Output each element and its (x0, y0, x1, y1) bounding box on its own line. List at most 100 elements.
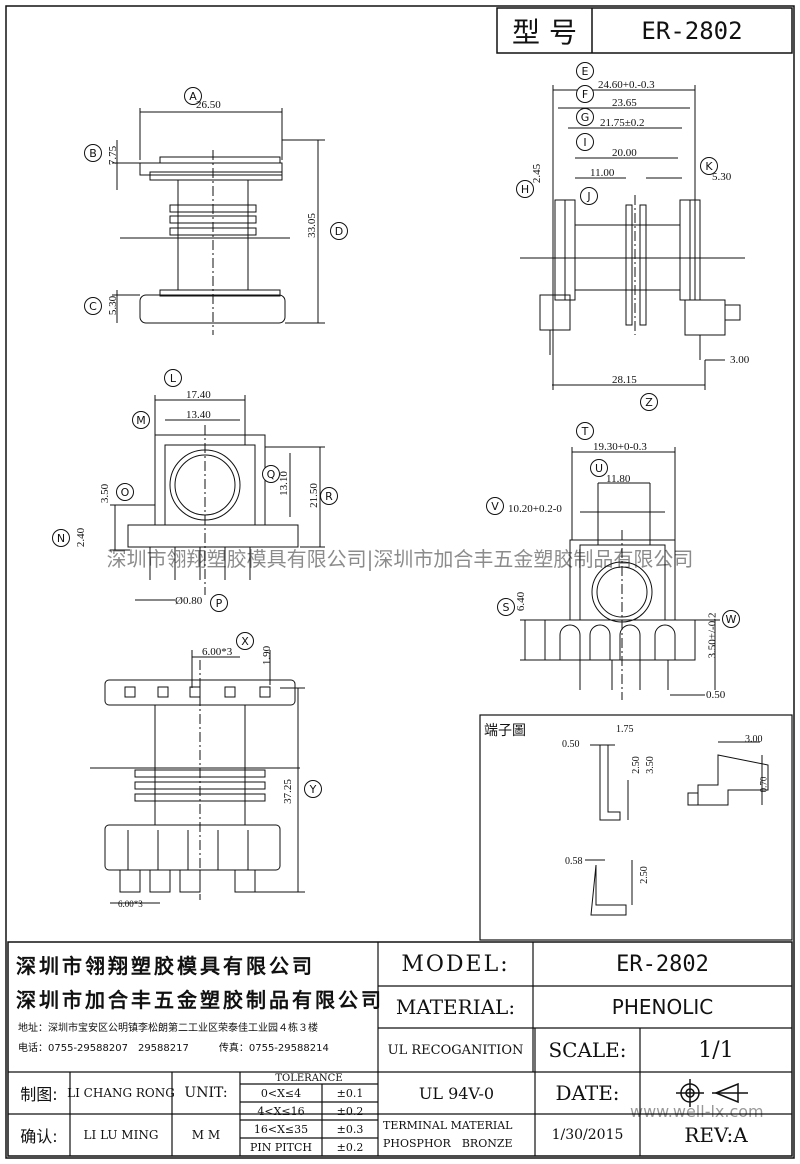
check-label: 确认: (20, 1127, 58, 1146)
title-block-lines (7, 941, 793, 1157)
view-front-top-right (520, 85, 745, 390)
date-label: DATE: (555, 1081, 620, 1105)
bubble-H: H (516, 180, 534, 198)
bubble-R: R (320, 487, 338, 505)
dim-N: 2.40 (75, 527, 88, 548)
dim-W: 3.50+/-0.2 (706, 612, 719, 659)
bubble-N: N (52, 529, 70, 547)
bubble-Q: Q (262, 465, 280, 483)
bubble-I: I (576, 133, 594, 151)
header-box (496, 7, 793, 54)
bubble-L: L (164, 369, 182, 387)
company-address: 地址：深圳市宝安区公明镇李松朗第二工业区荣泰佳工业园４栋３楼 (18, 1023, 318, 1034)
company-name-1: 深圳市翎翔塑胶模具有限公司 (16, 954, 315, 978)
terminal-title: 端子圖 (484, 723, 526, 739)
bubble-D: D (330, 222, 348, 240)
dim-K: 5.30 (712, 171, 732, 183)
dim-D: 33.05 (305, 213, 318, 238)
bubble-P: P (210, 594, 228, 612)
bubble-M: M (132, 411, 150, 429)
unit-label: UNIT: (184, 1085, 228, 1101)
bubble-X: X (236, 632, 254, 650)
material-label: MATERIAL: (395, 995, 516, 1019)
tol-range-3: 16<X≤35 (253, 1122, 309, 1136)
dim-W2: 0.50 (706, 689, 726, 701)
term-dim-8: 2.50 (638, 866, 650, 884)
dim-A: 26.50 (196, 99, 221, 111)
tol-range-2: 4<X≤16 (257, 1104, 305, 1118)
term-dim-3: 2.50 (630, 756, 642, 774)
type-label: 型 号 (512, 15, 577, 49)
dim-J: 11.00 (590, 167, 615, 179)
term-dim-6: 0.70 (758, 776, 769, 793)
bubble-Z: Z (640, 393, 658, 411)
tol-value-1: ±0.1 (336, 1086, 364, 1100)
material-value: PHENOLIC (611, 995, 714, 1019)
bubble-G: G (576, 108, 594, 126)
company-phone: 电话：0755-29588207 29588217 传真：0755-295882… (18, 1043, 329, 1054)
dim-G: 21.75±0.2 (600, 117, 645, 129)
dim-U: 11.80 (606, 473, 631, 485)
dim-L2: 13.40 (186, 409, 211, 421)
bubble-E: E (576, 62, 594, 80)
unit-value: M M (191, 1128, 221, 1142)
company-name-2: 深圳市加合丰五金塑胶制品有限公司 (16, 988, 384, 1012)
dim-bottom: 6.00*3 (118, 899, 143, 909)
site-watermark: www.well-lx.com (630, 1102, 764, 1121)
ul-label: UL RECOGANITION (387, 1042, 524, 1058)
bubble-S: S (497, 598, 515, 616)
terminal-detail (479, 714, 793, 941)
bubble-W: W (722, 610, 740, 628)
dim-O: 3.50 (99, 483, 112, 504)
ul-value: UL 94V-0 (418, 1083, 495, 1103)
bubble-B: B (84, 144, 102, 162)
outer-frame (5, 5, 795, 1159)
bubble-Y: Y (304, 780, 322, 798)
header-model: ER-2802 (641, 16, 743, 45)
terminal-material-value: PHOSPHOR BRONZE (383, 1137, 513, 1150)
tol-value-4: ±0.2 (336, 1140, 364, 1154)
dim-Z2: 3.00 (730, 354, 750, 366)
scale-value: 1/1 (698, 1037, 734, 1063)
bubble-T: T (576, 422, 594, 440)
dim-C: 5.30 (107, 295, 120, 316)
term-dim-1: 1.75 (616, 724, 634, 735)
term-dim-5: 3.00 (745, 734, 763, 745)
dim-Q: 13.10 (277, 471, 290, 496)
dim-L1: 17.40 (186, 389, 211, 401)
drawn-by: LI CHANG RONG (67, 1086, 175, 1100)
tolerance-title: TOLERANCE (275, 1072, 343, 1084)
bubble-F: F (576, 85, 594, 103)
bubble-A: A (184, 87, 202, 105)
view-side-bottom-left (90, 650, 305, 904)
bubble-K: K (700, 157, 718, 175)
tol-value-3: ±0.3 (336, 1122, 364, 1136)
dim-B: 7.75 (107, 145, 120, 166)
dim-T: 19.30+0-0.3 (593, 441, 647, 453)
dim-Y: 37.25 (281, 779, 294, 804)
scale-label: SCALE: (548, 1038, 627, 1062)
dim-P: Ø0.80 (175, 595, 203, 607)
bubble-J: J (580, 187, 598, 205)
dim-F: 23.65 (612, 97, 637, 109)
tol-value-2: ±0.2 (336, 1104, 364, 1118)
bubble-U: U (590, 459, 608, 477)
dim-Z: 28.15 (612, 374, 637, 386)
tol-range-4: PIN PITCH (250, 1140, 312, 1154)
date-value: 1/30/2015 (551, 1127, 624, 1143)
term-dim-4: 3.50 (644, 756, 656, 774)
tol-range-1: 0<X≤4 (260, 1086, 302, 1100)
dim-X1: 6.00*3 (202, 646, 233, 658)
bubble-C: C (84, 297, 102, 315)
view-end-middle-right (520, 447, 720, 700)
terminal-material-label: TERMINAL MATERIAL (383, 1119, 513, 1132)
checked-by: LI LU MING (83, 1128, 159, 1142)
model-value: ER-2802 (616, 951, 709, 977)
bubble-O: O (116, 483, 134, 501)
dim-R: 21.50 (307, 483, 320, 508)
dim-E: 24.60+0.-0.3 (598, 79, 655, 91)
term-dim-2: 0.50 (562, 739, 580, 750)
dim-X2: 1.90 (261, 645, 274, 666)
